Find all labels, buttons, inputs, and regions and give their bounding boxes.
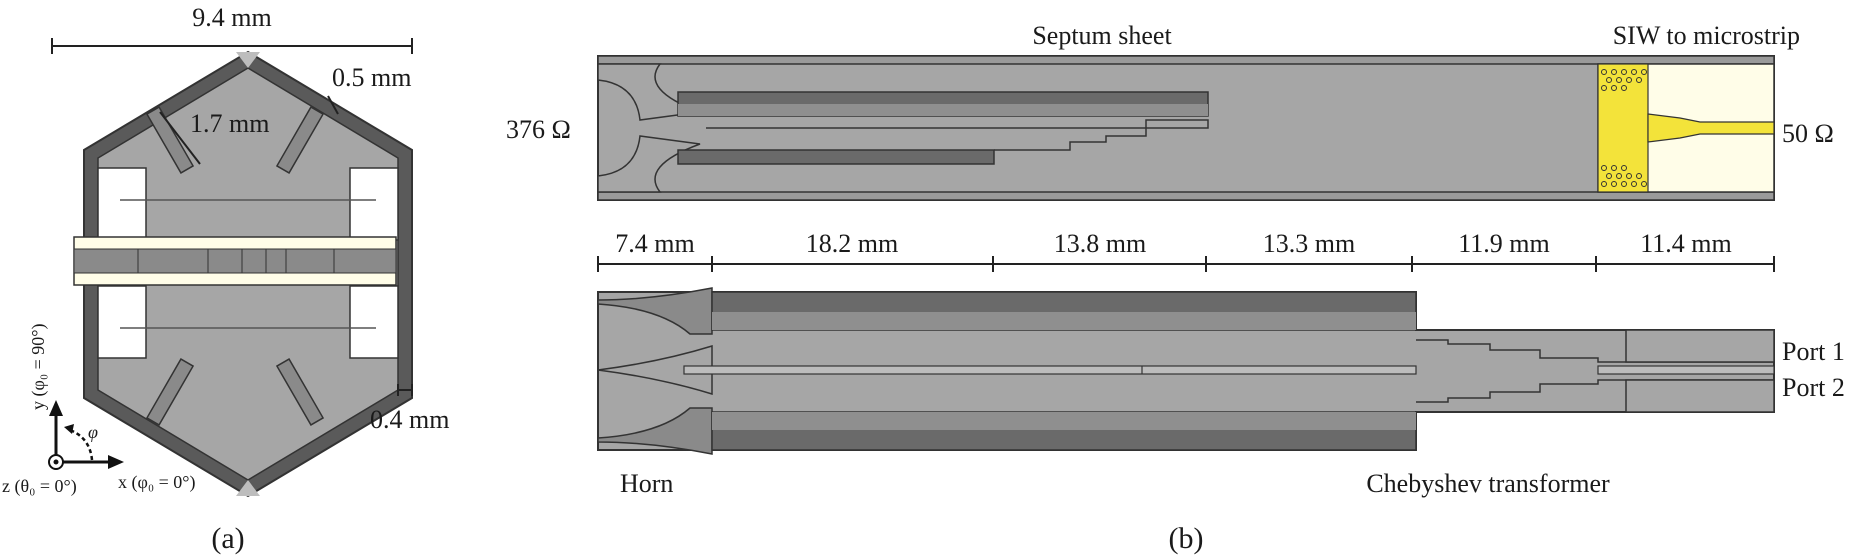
top-horn-lower bbox=[597, 135, 701, 193]
port-septum bbox=[1597, 365, 1775, 375]
segment-label: 13.8 mm bbox=[1054, 229, 1146, 258]
top-wall-lower bbox=[597, 191, 1775, 201]
segment-label: 18.2 mm bbox=[806, 229, 898, 258]
segment-label: 11.9 mm bbox=[1458, 229, 1549, 258]
x-axis-label: x (φ₀ = 0°) bbox=[118, 472, 196, 493]
port-2-block bbox=[1625, 379, 1775, 413]
cutout-right-top bbox=[349, 167, 399, 241]
phi-label: φ bbox=[88, 422, 98, 442]
port-1-block bbox=[1625, 329, 1775, 363]
z-axis-label: z (θ₀ = 0°) bbox=[2, 476, 77, 497]
side-septum bbox=[683, 365, 1417, 375]
top-septum-lower bbox=[677, 149, 995, 165]
siw-copper-pad bbox=[1597, 63, 1649, 193]
cutout-left-bottom bbox=[97, 285, 147, 359]
dim-width-label: 9.4 mm bbox=[192, 3, 271, 32]
slot-bar bbox=[145, 358, 195, 426]
cutout-right-bottom bbox=[349, 285, 399, 359]
caption-b: (b) bbox=[1169, 522, 1204, 555]
segment-label: 13.3 mm bbox=[1263, 229, 1355, 258]
phi-arrowhead bbox=[64, 424, 74, 434]
label-chebyshev: Chebyshev transformer bbox=[1366, 469, 1610, 498]
cutout-left-top bbox=[97, 167, 147, 241]
slot-bar bbox=[275, 106, 325, 174]
label-impedance-out: 50 Ω bbox=[1782, 119, 1834, 148]
center-septum bbox=[73, 248, 397, 274]
dim-wall-label: 0.5 mm bbox=[332, 63, 411, 92]
segment-label: 7.4 mm bbox=[615, 229, 694, 258]
phi-arc-icon bbox=[69, 428, 94, 461]
panel-a: 9.4 mm 0.5 mm 1.7 mm 0.4 mm φ y (φ₀ = 90… bbox=[2, 3, 449, 555]
label-siw-to-microstrip: SIW to microstrip bbox=[1613, 21, 1800, 50]
side-channel-lower-light bbox=[712, 412, 1416, 430]
chebyshev-steps-upper bbox=[1416, 339, 1774, 363]
dim-slot-label: 1.7 mm bbox=[190, 109, 269, 138]
chebyshev-steps-lower bbox=[1416, 379, 1774, 403]
corner-bevel bbox=[236, 52, 260, 68]
segment-dimensions: 7.4 mm 18.2 mm 13.8 mm 13.3 mm 11.9 mm 1… bbox=[597, 229, 1775, 272]
label-impedance-in: 376 Ω bbox=[506, 115, 571, 144]
panel-b-top: Septum sheet SIW to microstrip 376 Ω 50 … bbox=[506, 21, 1834, 201]
side-channel-upper-light bbox=[712, 312, 1416, 330]
segment-label: 11.4 mm bbox=[1640, 229, 1731, 258]
x-axis-arrowhead bbox=[108, 455, 124, 469]
label-port-2: Port 2 bbox=[1782, 373, 1845, 402]
slot-bar bbox=[145, 106, 195, 174]
slot-bar bbox=[275, 358, 325, 426]
z-axis-dot bbox=[53, 459, 59, 465]
top-wall-upper bbox=[597, 55, 1775, 65]
y-axis-arrowhead bbox=[49, 400, 63, 416]
label-septum-sheet: Septum sheet bbox=[1032, 21, 1172, 50]
siw-via-row-bottom bbox=[1601, 165, 1647, 187]
siw-taper bbox=[1647, 113, 1775, 143]
dim-line-slot bbox=[159, 111, 201, 165]
siw-via-row-top bbox=[1601, 69, 1647, 91]
dim-gap-label: 0.4 mm bbox=[370, 405, 449, 434]
panel-b-side: Port 1 Port 2 Horn Chebyshev transformer… bbox=[597, 287, 1845, 555]
dim-line-wall bbox=[327, 95, 339, 115]
y-axis-label: y (φ₀ = 90°) bbox=[28, 323, 49, 410]
caption-a: (a) bbox=[211, 522, 244, 555]
top-stepped-septum bbox=[706, 119, 1209, 151]
label-horn: Horn bbox=[620, 469, 673, 498]
corner-bevel bbox=[236, 480, 260, 496]
top-septum-upper-light bbox=[678, 104, 1208, 116]
label-port-1: Port 1 bbox=[1782, 337, 1845, 366]
